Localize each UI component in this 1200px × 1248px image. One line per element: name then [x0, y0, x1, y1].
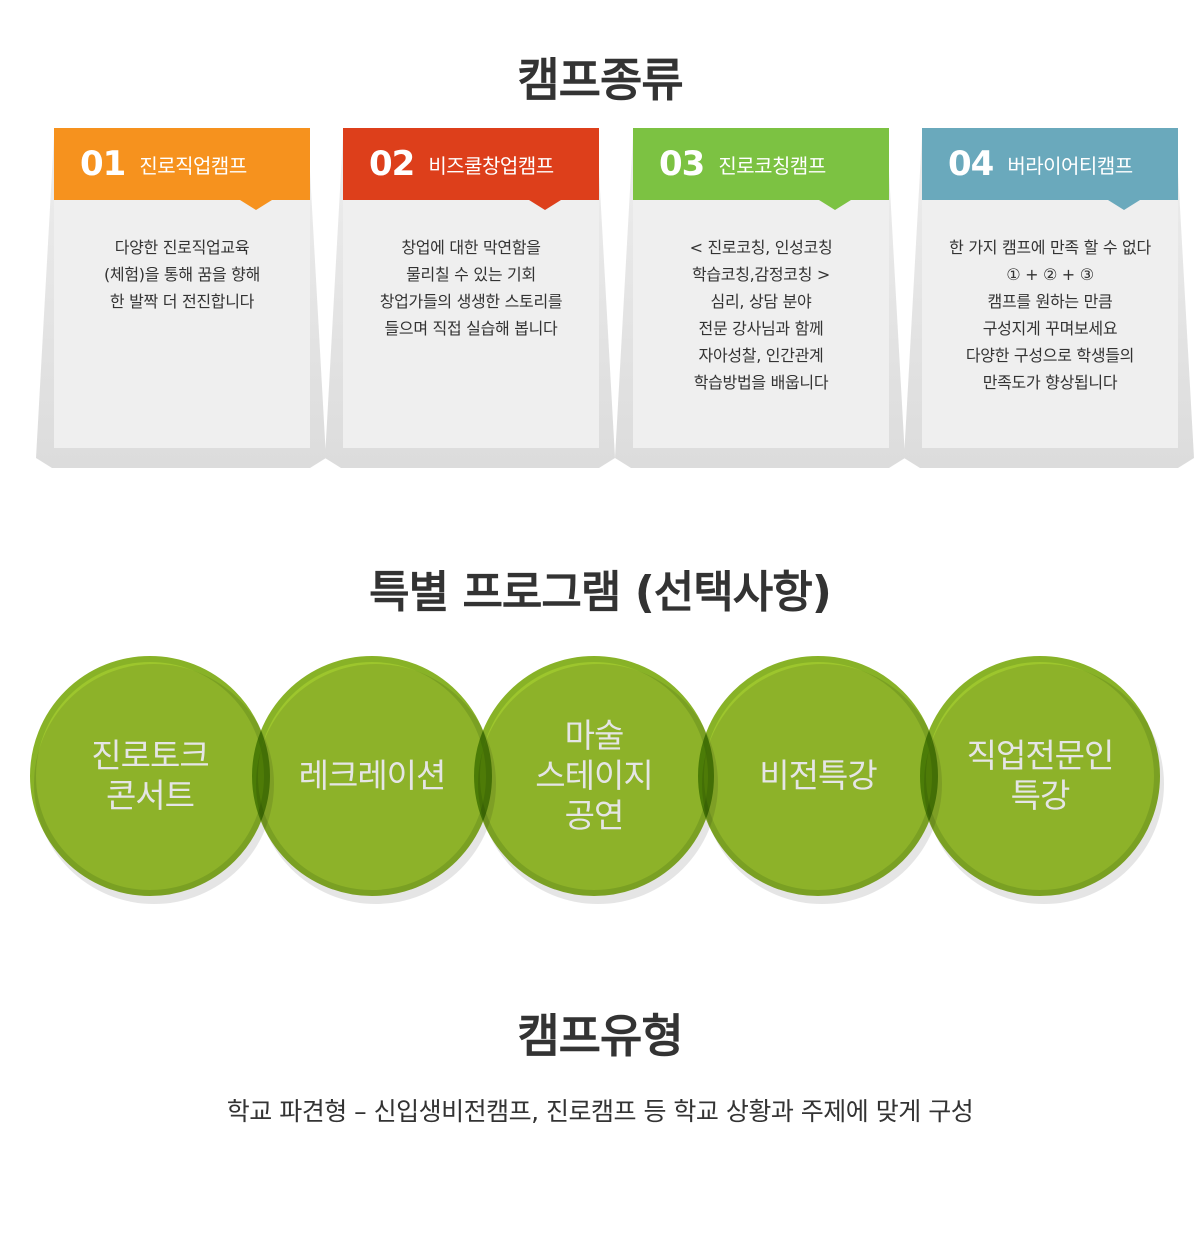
camp-card-variety: 04 버라이어티캠프 한 가지 캠프에 만족 할 수 없다 ① + ② + ③ …	[904, 128, 1194, 468]
card-number: 03	[659, 144, 705, 184]
card-description: < 진로코칭, 인성코칭 학습코칭,감정코칭 > 심리, 상담 분야 전문 강사…	[633, 200, 889, 396]
card-line: 다양한 진로직업교육	[114, 238, 250, 257]
card-line: (체험)을 통해 꿈을 향해	[103, 265, 261, 284]
program-label: 스테이지	[535, 756, 653, 795]
card-header: 02 비즈쿨창업캠프	[343, 128, 599, 210]
camp-card-career-coaching: 03 진로코칭캠프 < 진로코칭, 인성코칭 학습코칭,감정코칭 > 심리, 상…	[615, 128, 905, 468]
program-circle-career-talk-concert: 진로토크 콘서트	[30, 656, 270, 896]
program-circle-professional-lecture: 직업전문인 특강	[920, 656, 1160, 896]
camp-format-title: 캠프유형	[517, 1009, 683, 1063]
program-circle-recreation: 레크레이션	[252, 656, 492, 896]
card-description: 다양한 진로직업교육 (체험)을 통해 꿈을 향해 한 발짝 더 전진합니다	[54, 200, 310, 315]
program-label: 마술	[564, 716, 625, 755]
program-circles: 진로토크 콘서트 레크레이션 마술 스테이지 공연 비전특강 직업전문인 특강	[0, 652, 1200, 912]
program-circle-vision-lecture: 비전특강	[698, 656, 938, 896]
card-line: 만족도가 향상됩니다	[982, 373, 1118, 392]
card-line: 들으며 직접 실습해 봅니다	[384, 319, 558, 338]
card-title: 진로직업캠프	[139, 153, 247, 178]
card-description: 창업에 대한 막연함을 물리칠 수 있는 기회 창업가들의 생생한 스토리를 들…	[343, 200, 599, 342]
program-label: 레크레이션	[298, 756, 447, 795]
card-line: ① + ② + ③	[1006, 265, 1094, 284]
program-circle-magic-stage: 마술 스테이지 공연	[474, 656, 714, 896]
card-line: 물리칠 수 있는 기회	[406, 265, 536, 284]
card-line: 학습코칭,감정코칭 >	[691, 265, 831, 284]
card-panel: 02 비즈쿨창업캠프 창업에 대한 막연함을 물리칠 수 있는 기회 창업가들의…	[343, 128, 599, 448]
card-line: 구성지게 꾸며보세요	[982, 319, 1118, 338]
card-line: 한 가지 캠프에 만족 할 수 없다	[949, 238, 1151, 257]
program-label: 진로토크	[91, 736, 209, 775]
program-label: 공연	[564, 796, 625, 835]
card-line: 학습방법을 배웁니다	[693, 373, 829, 392]
card-line: 전문 강사님과 함께	[698, 319, 824, 338]
card-title: 진로코칭캠프	[718, 153, 826, 178]
card-number: 01	[80, 144, 126, 184]
camp-format-description: 학교 파견형 – 신입생비전캠프, 진로캠프 등 학교 상황과 주제에 맞게 구…	[226, 1097, 974, 1126]
card-panel: 03 진로코칭캠프 < 진로코칭, 인성코칭 학습코칭,감정코칭 > 심리, 상…	[633, 128, 889, 448]
camp-types-title: 캠프종류	[517, 53, 683, 107]
card-line: 심리, 상담 분야	[710, 292, 812, 311]
camp-card-career-job: 01 진로직업캠프 다양한 진로직업교육 (체험)을 통해 꿈을 향해 한 발짝…	[36, 128, 326, 468]
card-line: 창업가들의 생생한 스토리를	[379, 292, 563, 311]
card-line: 창업에 대한 막연함을	[401, 238, 541, 257]
card-line: 자아성찰, 인간관계	[698, 346, 824, 365]
card-title: 버라이어티캠프	[1007, 153, 1133, 178]
card-line: < 진로코칭, 인성코칭	[689, 238, 833, 257]
special-programs-title: 특별 프로그램 (선택사항)	[369, 567, 832, 618]
card-line: 캠프를 원하는 만큼	[987, 292, 1113, 311]
card-title: 비즈쿨창업캠프	[428, 153, 554, 178]
camp-card-bizcool-startup: 02 비즈쿨창업캠프 창업에 대한 막연함을 물리칠 수 있는 기회 창업가들의…	[325, 128, 615, 468]
program-label: 비전특강	[759, 756, 877, 795]
card-description: 한 가지 캠프에 만족 할 수 없다 ① + ② + ③ 캠프를 원하는 만큼 …	[922, 200, 1178, 396]
program-label: 직업전문인	[966, 736, 1115, 775]
program-label: 특강	[1010, 776, 1071, 815]
card-header: 01 진로직업캠프	[54, 128, 310, 210]
program-label: 콘서트	[105, 776, 195, 815]
card-line: 다양한 구성으로 학생들의	[965, 346, 1135, 365]
card-header: 04 버라이어티캠프	[922, 128, 1178, 210]
card-number: 04	[948, 144, 994, 184]
card-line: 한 발짝 더 전진합니다	[109, 292, 255, 311]
card-panel: 01 진로직업캠프 다양한 진로직업교육 (체험)을 통해 꿈을 향해 한 발짝…	[54, 128, 310, 448]
card-header: 03 진로코칭캠프	[633, 128, 889, 210]
card-panel: 04 버라이어티캠프 한 가지 캠프에 만족 할 수 없다 ① + ② + ③ …	[922, 128, 1178, 448]
card-number: 02	[369, 144, 415, 184]
